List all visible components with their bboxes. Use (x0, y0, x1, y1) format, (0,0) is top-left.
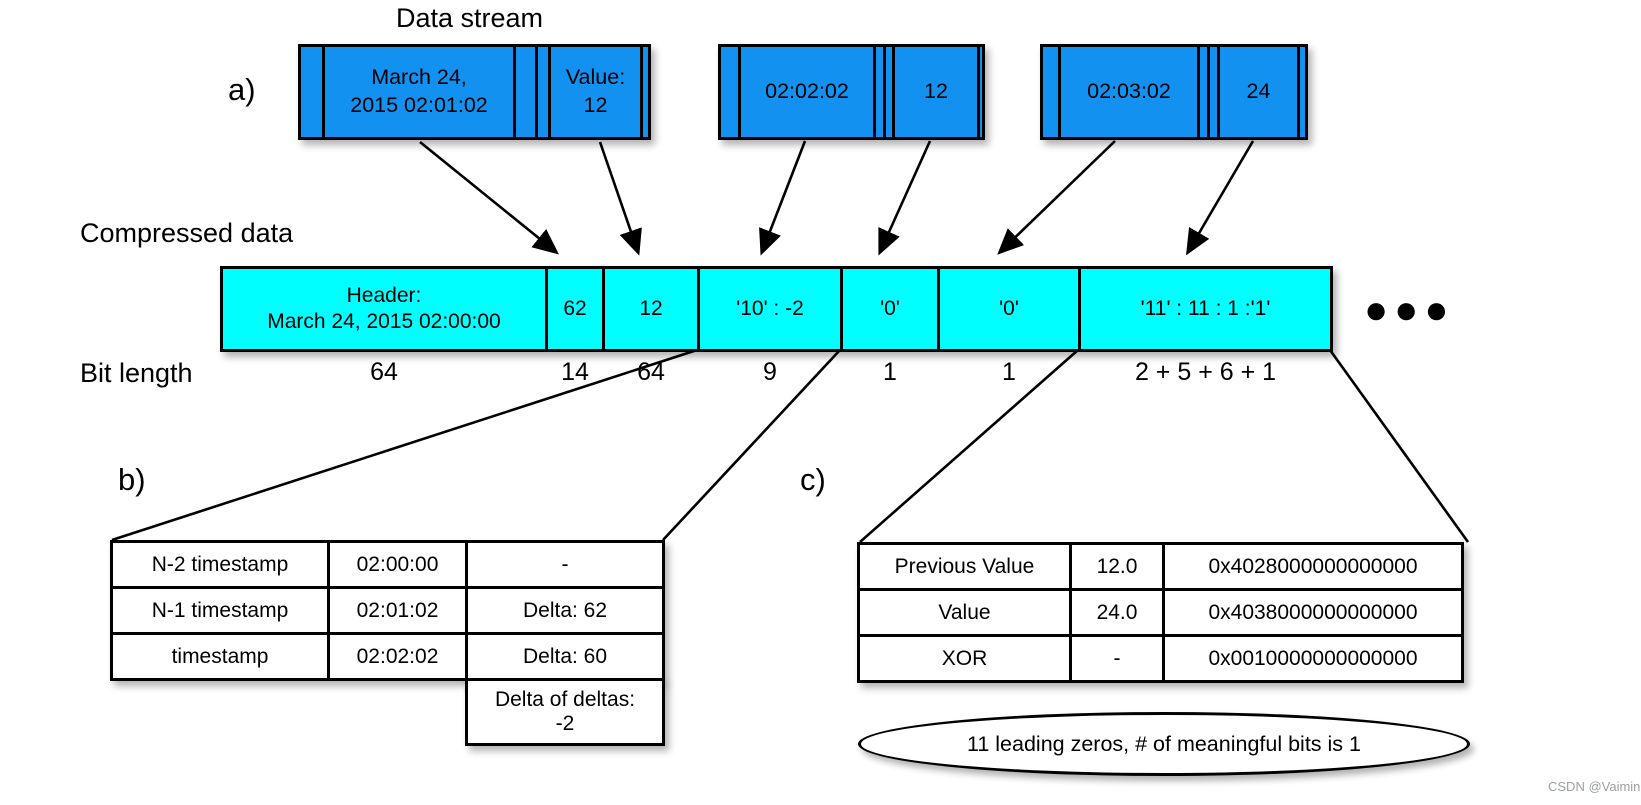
table-row: Previous Value 12.0 0x4028000000000000 (857, 542, 1464, 591)
bit-length-value: 14 (561, 357, 589, 386)
table-row: N-1 timestamp 02:01:02 Delta: 62 (110, 586, 665, 635)
value-field: Value: 12 (548, 44, 643, 140)
bit-length-value: 64 (370, 357, 398, 386)
label-b: b) (118, 462, 146, 497)
table-cell: - (1069, 634, 1165, 683)
arrow-timestamp2-to-segment (759, 140, 807, 256)
segment-dod-10: '10' : -2 (697, 266, 843, 352)
table-cell: 12.0 (1069, 542, 1165, 591)
bit-length-value: 1 (1002, 357, 1016, 386)
segment-header: Header: March 24, 2015 02:00:00 (220, 266, 548, 352)
table-row: XOR - 0x0010000000000000 (857, 634, 1464, 683)
stream-box-1: March 24, 2015 02:01:02 Value: 12 (298, 44, 651, 140)
table-cell: Delta: 60 (465, 632, 665, 681)
compressed-data-label: Compressed data (80, 218, 294, 248)
timestamp-field: 02:02:02 (738, 44, 876, 140)
bit-padding-cell (1297, 44, 1308, 140)
table-row: N-2 timestamp 02:00:00 - (110, 540, 665, 589)
bit-length-value: 9 (763, 357, 777, 386)
timestamp-field: 02:03:02 (1058, 44, 1200, 140)
table-cell: N-2 timestamp (110, 540, 330, 589)
segment-value-12: 12 (602, 266, 700, 352)
table-cell: 0x0010000000000000 (1162, 634, 1464, 683)
segment-zero-bit-2: '0' (937, 266, 1081, 352)
table-row: timestamp 02:02:02 Delta: 60 (110, 632, 665, 681)
bit-padding-cell (640, 44, 651, 140)
table-cell: 0x4028000000000000 (1162, 542, 1464, 591)
table-cell: Previous Value (857, 542, 1072, 591)
table-cell: 02:00:00 (327, 540, 468, 589)
delta-of-deltas-cell: Delta of deltas: -2 (465, 678, 665, 746)
arrow-value2-to-segment (878, 140, 932, 256)
table-cell: 0x4038000000000000 (1162, 588, 1464, 637)
table-cell: timestamp (110, 632, 330, 681)
table-cell: 02:01:02 (327, 586, 468, 635)
arrow-timestamp1-to-delta (419, 140, 560, 255)
stream-box-3: 02:03:02 24 (1040, 44, 1308, 140)
label-a: a) (228, 72, 256, 107)
value-field: 24 (1217, 44, 1300, 140)
bit-length-row: 64 14 64 9 1 1 2 + 5 + 6 + 1 (220, 356, 1333, 388)
table-cell: Delta: 62 (465, 586, 665, 635)
table-row: Value 24.0 0x4038000000000000 (857, 588, 1464, 637)
stream-box-2: 02:02:02 12 (718, 44, 985, 140)
segment-xor-encoding: '11' : 11 : 1 :'1' (1078, 266, 1333, 352)
compressed-data-bar: Header: March 24, 2015 02:00:00 62 12 '1… (220, 266, 1333, 352)
table-cell: - (465, 540, 665, 589)
table-c-xor: Previous Value 12.0 0x4028000000000000 V… (857, 542, 1464, 683)
value-field: 12 (892, 44, 980, 140)
table-b-timestamps: N-2 timestamp 02:00:00 - N-1 timestamp 0… (110, 540, 665, 681)
table-cell: N-1 timestamp (110, 586, 330, 635)
segment-delta-62: 62 (545, 266, 605, 352)
arrow-timestamp3-to-segment (997, 140, 1116, 255)
bit-padding-cell (298, 44, 325, 140)
watermark: CSDN @Vaimin (1548, 779, 1641, 794)
table-cell: 24.0 (1069, 588, 1165, 637)
table-cell: 02:02:02 (327, 632, 468, 681)
table-cell: Value (857, 588, 1072, 637)
leading-zeros-note: 11 leading zeros, # of meaningful bits i… (858, 712, 1470, 776)
zoom-line-c-right (1328, 349, 1470, 543)
table-cell: XOR (857, 634, 1072, 683)
segment-zero-bit-1: '0' (840, 266, 940, 352)
arrow-value3-to-segment (1186, 140, 1255, 256)
bit-length-value: 64 (637, 357, 665, 386)
bit-length-label: Bit length (80, 358, 193, 388)
data-stream-title: Data stream (396, 3, 544, 33)
bit-length-value: 1 (883, 357, 897, 386)
ellipsis-dots: ●●● (1364, 288, 1455, 332)
bit-padding-cell (977, 44, 985, 140)
label-c: c) (800, 462, 826, 497)
arrow-value1-to-segment (598, 141, 642, 256)
timestamp-field: March 24, 2015 02:01:02 (322, 44, 516, 140)
bit-length-value: 2 + 5 + 6 + 1 (1134, 357, 1277, 386)
